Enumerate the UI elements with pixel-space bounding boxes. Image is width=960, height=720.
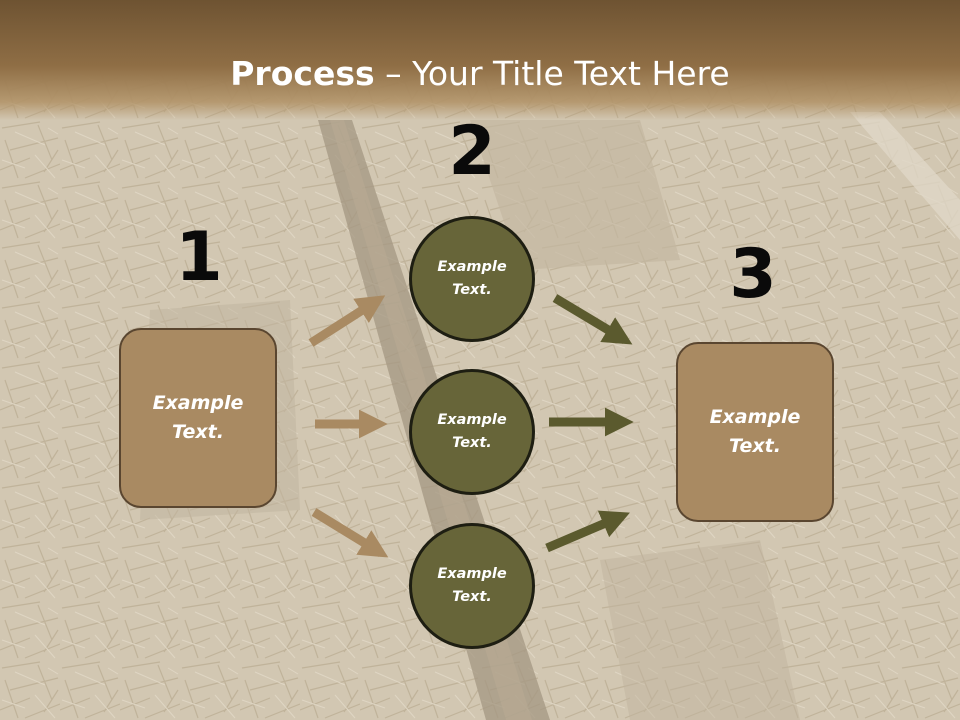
step-3-number: 3	[729, 235, 777, 314]
arrow-bottom-to-right	[545, 510, 630, 553]
arrow-left-to-top	[308, 295, 386, 347]
step-1-number: 1	[175, 218, 223, 297]
left-box: Example Text.	[119, 328, 277, 508]
right-box-text: Example Text.	[709, 406, 801, 457]
circle-bottom: Example Text.	[409, 523, 535, 649]
slide-title: Process – Your Title Text Here	[0, 52, 960, 96]
title-bold: Process	[230, 54, 375, 93]
right-box: Example Text.	[676, 342, 834, 522]
title-banner	[0, 0, 960, 120]
circle-top: Example Text.	[409, 216, 535, 342]
arrow-left-to-bottom	[311, 508, 389, 558]
circle-middle: Example Text.	[409, 369, 535, 495]
circle-middle-text: Example Text.	[437, 412, 507, 451]
title-rest: – Your Title Text Here	[374, 54, 730, 93]
step-2-number: 2	[448, 112, 496, 191]
arrow-top-to-right	[552, 294, 633, 345]
circle-top-text: Example Text.	[437, 259, 507, 298]
left-box-text: Example Text.	[152, 392, 244, 443]
circle-bottom-text: Example Text.	[437, 566, 507, 605]
